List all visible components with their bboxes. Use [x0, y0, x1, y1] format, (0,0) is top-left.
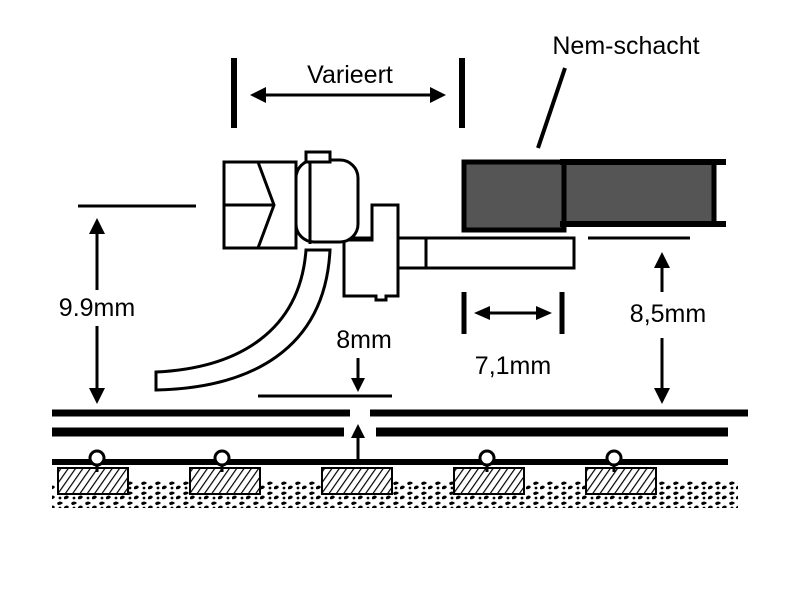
dim-pocket-height: [588, 236, 690, 404]
sleeper: [57, 467, 129, 495]
car-frame: [561, 159, 717, 227]
track: [52, 409, 748, 508]
dim-pocket-depth: [461, 292, 565, 334]
arrow-down-icon: [89, 388, 105, 404]
label-pocket-height: 8,5mm: [630, 300, 706, 328]
label-nem-pocket: Nem-schacht: [552, 32, 699, 60]
sleeper: [321, 467, 393, 495]
sleeper: [453, 467, 525, 495]
coupler-bracket: [342, 203, 400, 302]
nem-pocket-leader: [536, 67, 567, 149]
pocket-block: [461, 159, 567, 233]
coupler-knuckle: [255, 160, 298, 250]
dim-coupler-height: [78, 204, 196, 404]
sleeper: [585, 467, 657, 495]
sleeper: [189, 467, 261, 495]
arrowhead-right-icon: [430, 87, 446, 103]
coupler: [154, 150, 576, 392]
coupler-pin: [304, 150, 332, 164]
arrowhead-left-icon: [474, 306, 490, 320]
arrowhead-left-icon: [250, 87, 266, 103]
label-variable: Varieert: [307, 61, 393, 89]
arrow-up-icon: [89, 218, 105, 234]
arrow-up-icon: [351, 424, 365, 438]
label-clearance: 8mm: [336, 326, 392, 354]
label-pocket-depth: 7,1mm: [475, 352, 551, 380]
dim-clearance: [258, 358, 392, 462]
arrow-down-icon: [654, 388, 670, 404]
arrow-up-icon: [654, 252, 670, 268]
label-coupler-height: 9.9mm: [59, 294, 135, 322]
nem-pocket: [461, 159, 726, 233]
trip-pin: [154, 248, 332, 392]
coupler-body: [294, 158, 360, 244]
arrowhead-right-icon: [536, 306, 552, 320]
rail-spikes: [88, 449, 623, 472]
dim-variable: [231, 58, 465, 128]
arrow-down-icon: [351, 378, 365, 392]
sleepers: [57, 467, 657, 495]
